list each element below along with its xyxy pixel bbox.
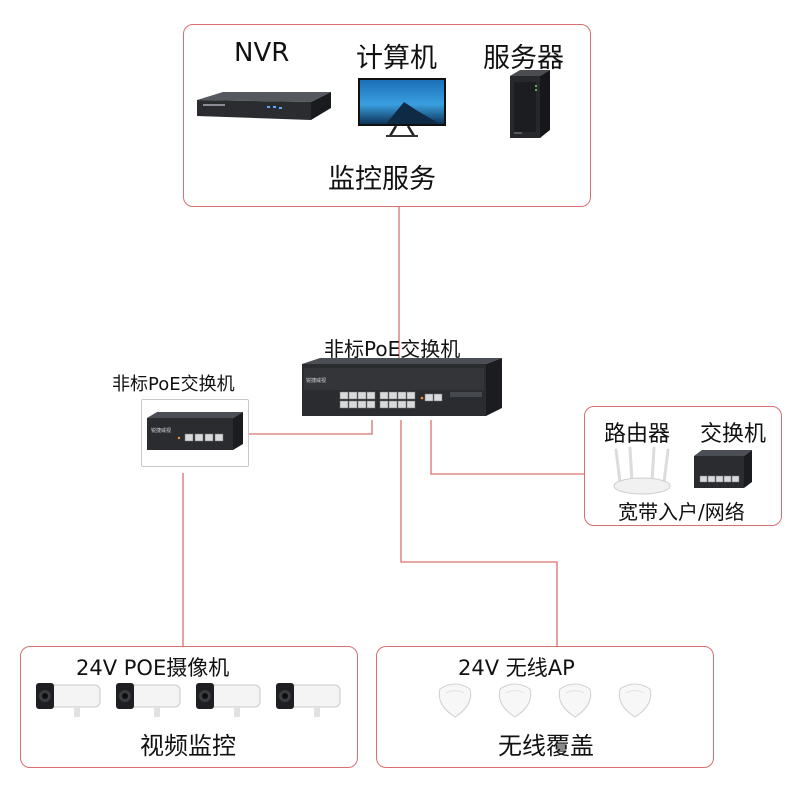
network-caption: 宽带入户/网络 [618,500,745,524]
router-label: 路由器 [604,422,671,447]
line-main-switch-to-ap [400,420,558,646]
left-switch-label: 非标PoE交换机 [112,374,235,395]
camera-icon [276,683,341,717]
left-poe-switch-icon [147,412,243,450]
camera-group-title: 24V POE摄像机 [76,656,230,680]
camera-icon [116,683,181,717]
wireless-ap-icon [618,683,652,718]
wireless-ap-icon [498,683,532,718]
camera-icon [196,683,261,717]
camera-group-caption: 视频监控 [140,732,236,760]
computer-monitor-icon [358,78,446,137]
line-main-switch-to-network [430,420,584,475]
svg-text:锐捷威视: 锐捷威视 [306,377,326,384]
nvr-label: NVR [234,38,290,68]
ap-group-caption: 无线覆盖 [498,732,594,760]
line-main-switch-to-left-switch [248,420,373,435]
main-poe-switch-icon: 锐捷威视 [302,358,502,416]
ap-group [376,646,714,768]
main-switch-label: 非标PoE交换机 [324,337,461,361]
monitoring-service-caption: 监控服务 [328,164,436,195]
wireless-ap-icon [558,683,592,718]
network-switch-icon [694,450,752,488]
server-icon [510,70,550,138]
nvr-icon [197,92,331,120]
router-icon [613,446,671,495]
server-label: 服务器 [483,43,564,74]
left-switch-brand: 锐捷威视 [151,428,172,434]
camera-icon [36,683,101,717]
network-switch-label: 交换机 [700,422,767,447]
computer-label: 计算机 [356,43,437,74]
wireless-ap-icon [438,683,472,718]
ap-group-title: 24V 无线AP [458,656,575,680]
